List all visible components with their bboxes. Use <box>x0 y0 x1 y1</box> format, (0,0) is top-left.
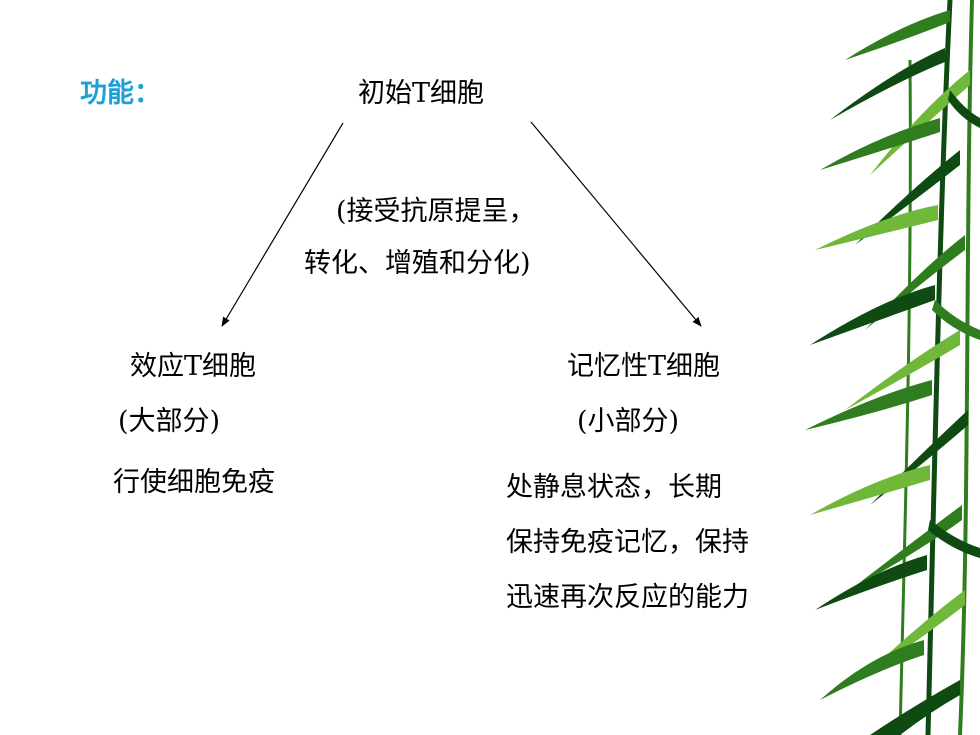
right-node-function: 处静息状态，长期 保持免疫记忆，保持 迅速再次反应的能力 <box>506 460 749 625</box>
left-node-share: (大部分) <box>118 406 221 437</box>
right-node-memory-t-cell: 记忆性T细胞 <box>567 351 721 382</box>
arrow-right <box>530 121 702 327</box>
right-function-line: 处静息状态，长期 <box>506 472 722 503</box>
function-label: 功能： <box>80 78 161 109</box>
arrow-left <box>221 122 344 327</box>
right-node-share: (小部分) <box>577 406 680 437</box>
root-node-naive-t-cell: 初始T细胞 <box>358 78 485 109</box>
right-function-line: 迅速再次反应的能力 <box>506 582 749 613</box>
process-note: (接受抗原提呈， 转化、增殖和分化) <box>304 186 536 290</box>
left-node-effector-t-cell: 效应T细胞 <box>130 351 257 382</box>
left-node-function: 行使细胞免疫 <box>113 467 275 498</box>
bamboo-leaves-icon <box>805 0 980 735</box>
process-note-line: 转化、增殖和分化) <box>304 248 531 279</box>
process-note-line: (接受抗原提呈， <box>336 196 536 227</box>
right-function-line: 保持免疫记忆，保持 <box>506 527 749 558</box>
